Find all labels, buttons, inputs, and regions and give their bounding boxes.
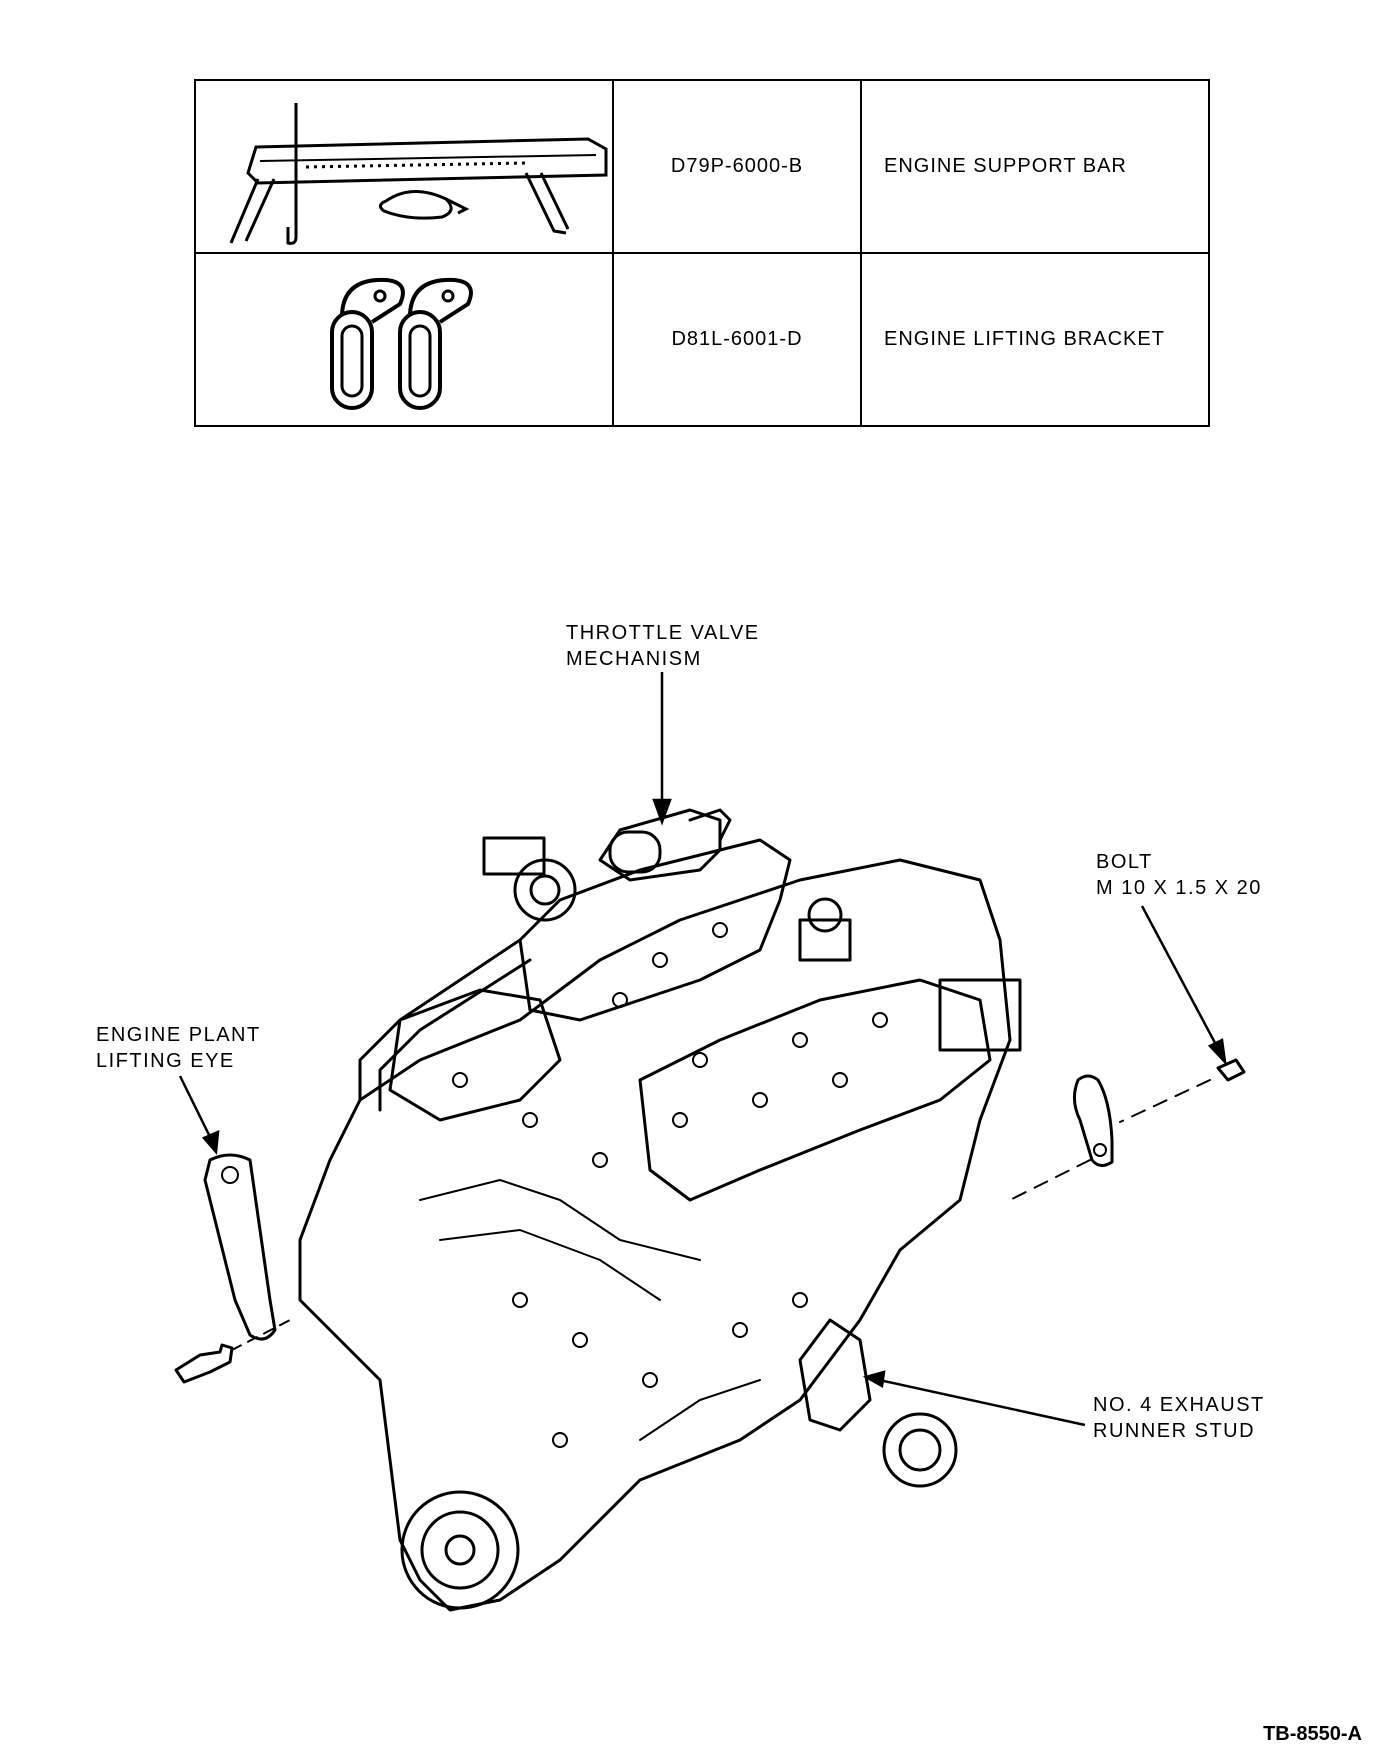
valve-cover-left: [388, 988, 562, 1122]
tool-row-support-bar: D79P-6000-B ENGINE SUPPORT BAR: [194, 79, 1210, 254]
tool-image-cell: [194, 79, 614, 254]
intake-manifold: [518, 838, 792, 1022]
tool-part-number-cell: D81L-6001-D: [612, 252, 862, 427]
tool-description: ENGINE SUPPORT BAR: [884, 155, 1127, 177]
callout-line: THROTTLE VALVE: [566, 622, 760, 644]
engine-support-bar-illustration: [229, 102, 608, 245]
exhaust-manifold: [798, 1318, 872, 1432]
callout-throttle-valve: THROTTLE VALVE MECHANISM: [566, 620, 760, 672]
callout-line: RUNNER STUD: [1093, 1420, 1256, 1442]
ignition-module: [938, 978, 1022, 1052]
crankshaft-pulley: [400, 1490, 520, 1610]
tool-part-number: D79P-6000-B: [670, 155, 804, 177]
figure-id: TB-8550-A: [1263, 1723, 1362, 1745]
callout-bolt: BOLT M 10 X 1.5 X 20: [1096, 849, 1262, 901]
throttle-body: [598, 808, 722, 882]
distributor: [798, 918, 852, 962]
callout-line: LIFTING EYE: [96, 1050, 235, 1072]
tool-part-number-cell: D79P-6000-B: [612, 79, 862, 254]
engine-block-outline: [298, 858, 1012, 1612]
tool-description-cell: ENGINE LIFTING BRACKET: [860, 252, 1210, 427]
callout-exhaust-stud: NO. 4 EXHAUST RUNNER STUD: [1093, 1392, 1265, 1444]
exhaust-leader: [869, 1376, 1086, 1427]
callout-line: M 10 X 1.5 X 20: [1096, 877, 1262, 899]
bolt-leader: [1140, 905, 1224, 1057]
tool-part-number: D81L-6001-D: [671, 328, 803, 350]
callout-lifting-eye: ENGINE PLANT LIFTING EYE: [96, 1022, 261, 1074]
callout-line: BOLT: [1096, 851, 1153, 873]
engine-lifting-bracket-illustration: [330, 277, 473, 410]
tool-row-lifting-bracket: D81L-6001-D ENGINE LIFTING BRACKET: [194, 252, 1210, 427]
lifting-eye-part: [203, 1153, 277, 1341]
tool-description-cell: ENGINE SUPPORT BAR: [860, 79, 1210, 254]
hose: [358, 938, 522, 1102]
bolt-part: [1216, 1058, 1246, 1082]
special-tools-table: D79P-6000-B ENGINE SUPPORT BAR D: [194, 79, 1210, 427]
flywheel: [882, 1412, 958, 1488]
lifting-eye-leader: [178, 1075, 216, 1146]
callout-line: NO. 4 EXHAUST: [1093, 1394, 1265, 1416]
tool-image-cell: [194, 252, 614, 427]
lifting-bracket-part: [1073, 1074, 1114, 1167]
tool-description: ENGINE LIFTING BRACKET: [884, 328, 1165, 350]
lifting-eye-stud: [174, 1343, 234, 1384]
callout-line: MECHANISM: [566, 648, 702, 670]
valve-cover: [638, 978, 992, 1202]
sensor-box: [482, 836, 546, 876]
callout-line: ENGINE PLANT: [96, 1024, 261, 1046]
